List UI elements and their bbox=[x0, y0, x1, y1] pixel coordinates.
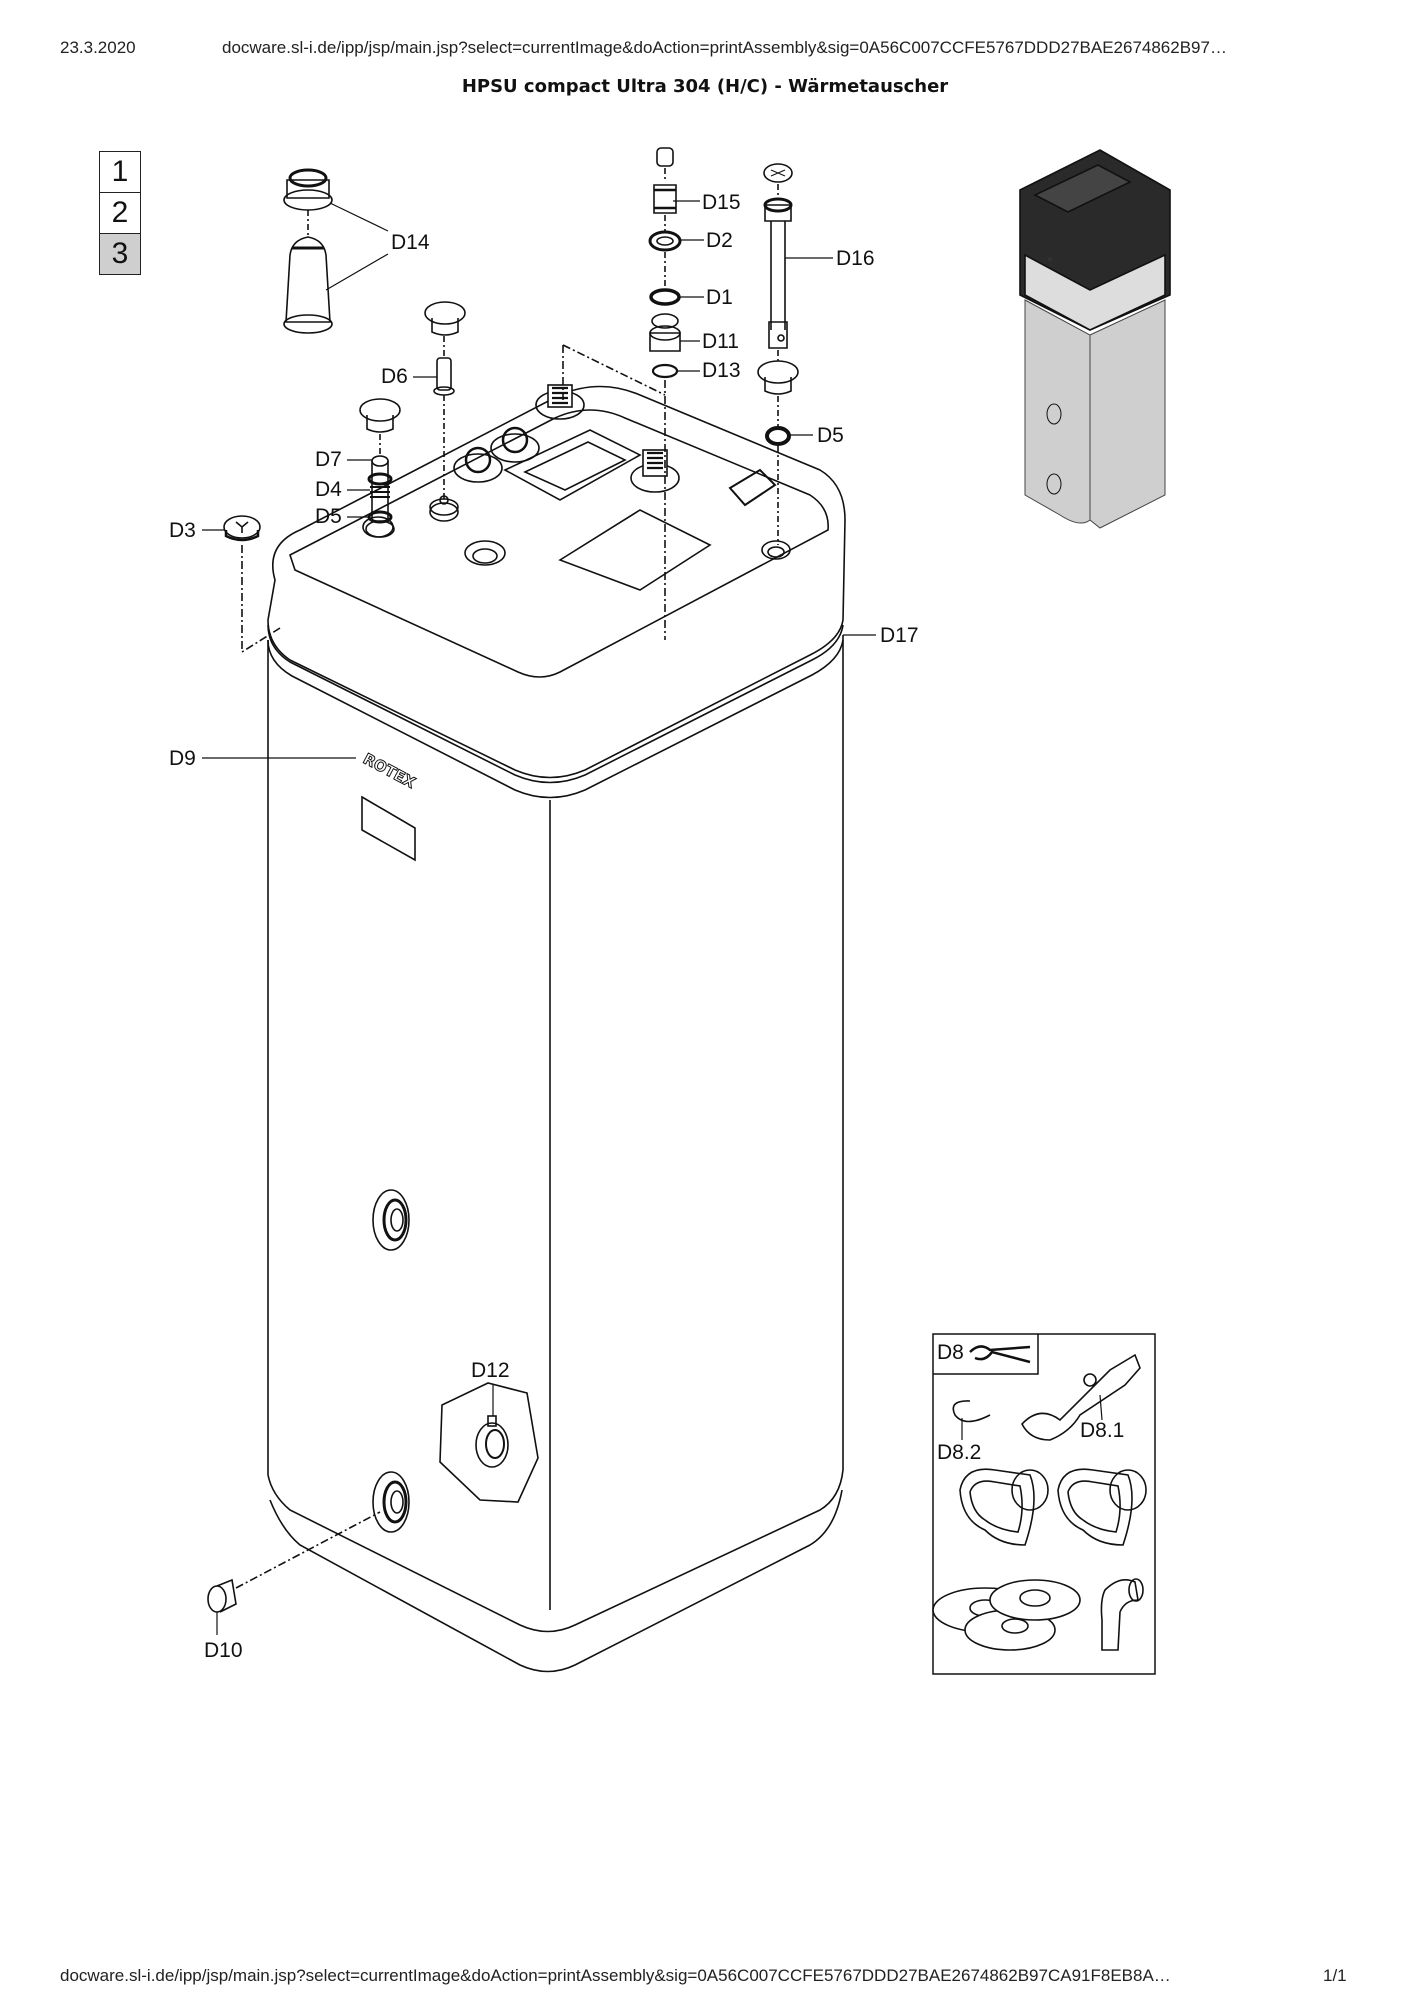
part-d7-d4-d5-stack bbox=[359, 398, 401, 538]
callout-d13: D13 bbox=[702, 359, 741, 382]
callout-d10: D10 bbox=[204, 1639, 243, 1662]
callout-d8-2: D8.2 bbox=[937, 1441, 982, 1464]
part-d3 bbox=[223, 515, 281, 654]
page-button-3[interactable]: 3 bbox=[99, 233, 141, 275]
callout-d1: D1 bbox=[706, 286, 733, 309]
side-port-lower bbox=[372, 1471, 410, 1533]
lid-ports bbox=[362, 384, 791, 591]
disc-3 bbox=[989, 1579, 1081, 1621]
heat-exchanger-tank: ROTEX bbox=[267, 384, 846, 1673]
d12-port bbox=[439, 1382, 539, 1503]
nameplate bbox=[361, 795, 416, 862]
callout-d12: D12 bbox=[471, 1359, 510, 1382]
d8-kit-box bbox=[932, 1333, 1156, 1675]
clip-d8-2 bbox=[952, 1400, 991, 1423]
callout-d17: D17 bbox=[880, 624, 919, 647]
callout-d5-left: D5 bbox=[315, 505, 342, 528]
part-d6 bbox=[424, 301, 466, 516]
handle-right bbox=[1057, 1468, 1133, 1546]
wrench-d8-1 bbox=[1021, 1353, 1141, 1441]
part-d10 bbox=[207, 1511, 381, 1613]
elbow-fitting bbox=[1100, 1579, 1139, 1651]
side-port-upper bbox=[372, 1189, 410, 1251]
callout-d2: D2 bbox=[706, 229, 733, 252]
callout-d16: D16 bbox=[836, 247, 875, 270]
unit-thumbnail bbox=[1019, 149, 1171, 529]
callout-d5-right: D5 bbox=[817, 424, 844, 447]
page-selector: 1 2 3 bbox=[99, 151, 141, 275]
footer-url: docware.sl-i.de/ipp/jsp/main.jsp?select=… bbox=[60, 1966, 1171, 1985]
page-button-1[interactable]: 1 bbox=[99, 151, 141, 192]
callout-d4: D4 bbox=[315, 478, 342, 501]
callout-d8-1: D8.1 bbox=[1080, 1419, 1125, 1442]
part-d16-stack bbox=[757, 163, 799, 545]
part-d15-stack bbox=[562, 147, 682, 640]
print-date: 23.3.2020 bbox=[60, 38, 136, 57]
page-title: HPSU compact Ultra 304 (H/C) - Wärmetaus… bbox=[461, 76, 949, 97]
page-button-2[interactable]: 2 bbox=[99, 192, 141, 233]
header-url: docware.sl-i.de/ipp/jsp/main.jsp?select=… bbox=[222, 38, 1227, 57]
callout-d14: D14 bbox=[391, 231, 430, 254]
callout-d3: D3 bbox=[169, 519, 196, 542]
kit-box-title: D8 bbox=[937, 1341, 964, 1364]
callout-d7: D7 bbox=[315, 448, 342, 471]
callout-d9: D9 bbox=[169, 747, 196, 770]
pliers-icon bbox=[969, 1345, 1031, 1364]
leader-lines bbox=[202, 200, 876, 1635]
handle-left bbox=[959, 1468, 1035, 1546]
part-d14 bbox=[283, 168, 333, 334]
callout-d11: D11 bbox=[702, 330, 739, 353]
brand-logo: ROTEX bbox=[360, 750, 419, 793]
callout-d15: D15 bbox=[702, 191, 741, 214]
callout-d6: D6 bbox=[381, 365, 408, 388]
footer-page-number: 1/1 bbox=[1323, 1966, 1347, 1985]
